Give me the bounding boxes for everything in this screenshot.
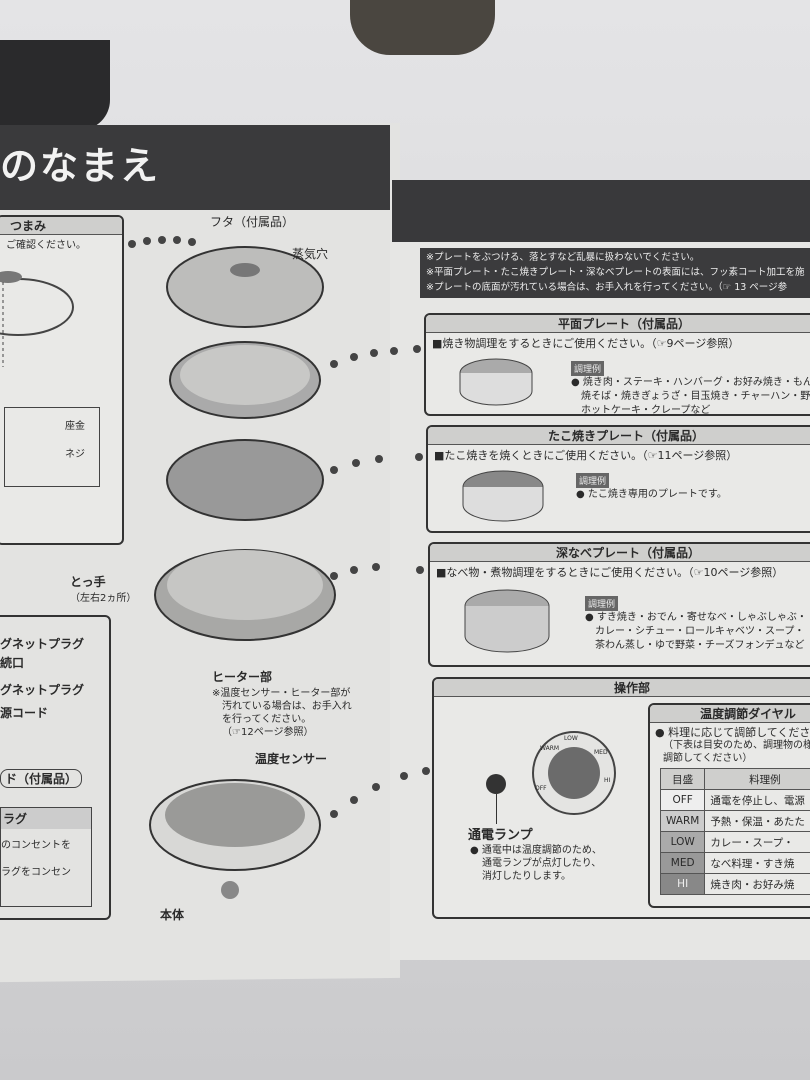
controls-box: 操作部 通電ランプ ● 通電中は温度調節のため、 通電ランプが点灯したり、 消灯… [432,677,810,919]
dial-text-line: （下表は目安のため、調理物の様 [663,740,810,751]
page-heading: のなまえ [0,144,161,188]
dial-mark: OFF [535,785,547,792]
plate-desc: ■たこ焼きを焼くときにご使用ください。（☞11ページ参照） [434,449,738,462]
example-line: 焼そば・焼きぎょうざ・目玉焼き・チャーハン・野 [581,391,810,402]
right-page-header [392,180,810,242]
example-tag: 調理例 [576,473,610,488]
flat-plate-icon [459,358,533,406]
appliance-corner [0,40,110,130]
sensor-label: 温度センサー [255,752,328,766]
heater-note: ※温度センサー・ヒーター部が 汚れている場合は、お手入れ を行ってください。 （… [212,687,352,739]
lid-label: フタ（付属品） [210,215,295,229]
plate-desc: ■なべ物・煮物調理をするときにご使用ください。（☞10ページ参照） [436,566,784,579]
power-lamp [486,774,506,794]
takoyaki-plate-box: たこ焼きプレート（付属品） ■たこ焼きを焼くときにご使用ください。（☞11ページ… [426,425,810,533]
example-tag: 調理例 [585,596,619,611]
plug-subbox-title: ラグ [1,808,91,829]
knob-box-title: つまみ [0,217,122,235]
dial-text-line: 調節してください） [663,753,753,764]
caution-line: ※プレートをぶつける、落とすなど乱暴に扱わないでください。 [426,252,700,263]
detail-inset: 座金 ネジ [4,407,100,487]
heater-label: ヒーター部 [212,670,273,684]
plate-title: たこ焼きプレート（付属品） [428,427,810,445]
plate-desc: ■焼き物調理をするときにご使用ください。（☞9ページ参照） [432,337,740,350]
screw-label: ネジ [65,449,85,460]
example-line: カレー・シチュー・ロールキャベツ・スープ・ [595,626,805,637]
dial-box: 温度調節ダイヤル ● 料理に応じて調節してくださ （下表は目安のため、調理物の様… [648,703,810,908]
handle-note: （左右2ヵ所） [70,593,137,604]
dial-mark: WARM [540,745,560,752]
temperature-dial: LOW WARM MED OFF HI [532,731,616,815]
plug-item: 源コード [0,706,49,720]
steam-hole-label: 蒸気穴 [292,247,329,261]
lamp-note-line: 消灯したりします。 [482,871,571,882]
lamp-note-line: 通電ランプが点灯したり、 [482,858,602,869]
heater-note-line: ※温度センサー・ヒーター部が [212,688,351,699]
dial-mark: LOW [564,735,578,742]
heater-note-line: 汚れている場合は、お手入れ [222,701,352,712]
lamp-note-line: ● 通電中は温度調節のため、 [470,845,602,856]
caution-line: ※平面プレート・たこ焼きプレート・深なべプレートの表面には、フッ素コート加工を施 [426,267,805,278]
example-line: ● たこ焼き専用のプレートです。 [576,489,727,500]
parts-illustration [149,246,336,899]
flat-plate-box: 平面プレート（付属品） ■焼き物調理をするときにご使用ください。（☞9ページ参照… [424,313,810,416]
washer-label: 座金 [65,421,85,432]
example-line: ホットケーキ・クレープなど [581,405,711,416]
table-header: 料理例 [704,768,810,790]
dial-mark: MED [594,749,608,756]
knob-object [350,0,495,55]
handle-label: とっ手 [70,575,106,589]
left-page-header: のなまえ [0,125,390,210]
deep-pot-plate-box: 深なべプレート（付属品） ■なべ物・煮物調理をするときにご使用ください。（☞10… [428,542,810,667]
caution-line: ※プレートの底面が汚れている場合は、お手入れを行ってください。（☞ 13 ページ… [426,282,788,293]
example-line: ● すき焼き・おでん・寄せなべ・しゃぶしゃぶ・ [585,612,807,623]
caution-notes: ※プレートをぶつける、落とすなど乱暴に扱わないでください。 ※平面プレート・たこ… [420,248,810,298]
knob-box: つまみ ご確認ください。 座金 ネジ [0,215,124,545]
lid-knob-diagram [0,271,74,367]
deep-pot-icon [464,589,550,653]
heater-note-line: を行ってください。 [222,714,312,725]
plate-title: 平面プレート（付属品） [426,315,810,333]
controls-title: 操作部 [434,679,810,697]
plug-subbox-line: のコンセントを [1,840,71,851]
plate-title: 深なべプレート（付属品） [430,544,810,562]
dial-text-line: ● 料理に応じて調節してくださ [655,726,810,739]
plug-item: グネットプラグ [0,637,85,651]
table-header: 目盛 [659,768,706,790]
body-label: 本体 [160,908,185,922]
plug-subbox: ラグ のコンセントを ラグをコンセン [0,807,92,907]
lamp-label: 通電ランプ [468,828,533,843]
plug-subbox-line: ラグをコンセン [1,867,71,878]
knob-box-text: ご確認ください。 [6,240,86,251]
plug-box: グネットプラグ 続口 グネットプラグ 源コード ド（付属品） ラグ のコンセント… [0,615,111,920]
plug-item: 続口 [0,656,25,670]
heater-note-line: （☞12ページ参照） [222,727,314,738]
example-line: 茶わん蒸し・ゆで野菜・チーズフォンデュなど [595,640,805,651]
example-line: ● 焼き肉・ステーキ・ハンバーグ・お好み焼き・もん [571,377,810,388]
example-tag: 調理例 [571,361,605,376]
dial-box-title: 温度調節ダイヤル [650,705,810,723]
plug-item: グネットプラグ [0,683,85,697]
cord-label: ド（付属品） [0,769,83,788]
takoyaki-plate-icon [462,470,544,522]
dial-mark: HI [604,777,611,784]
